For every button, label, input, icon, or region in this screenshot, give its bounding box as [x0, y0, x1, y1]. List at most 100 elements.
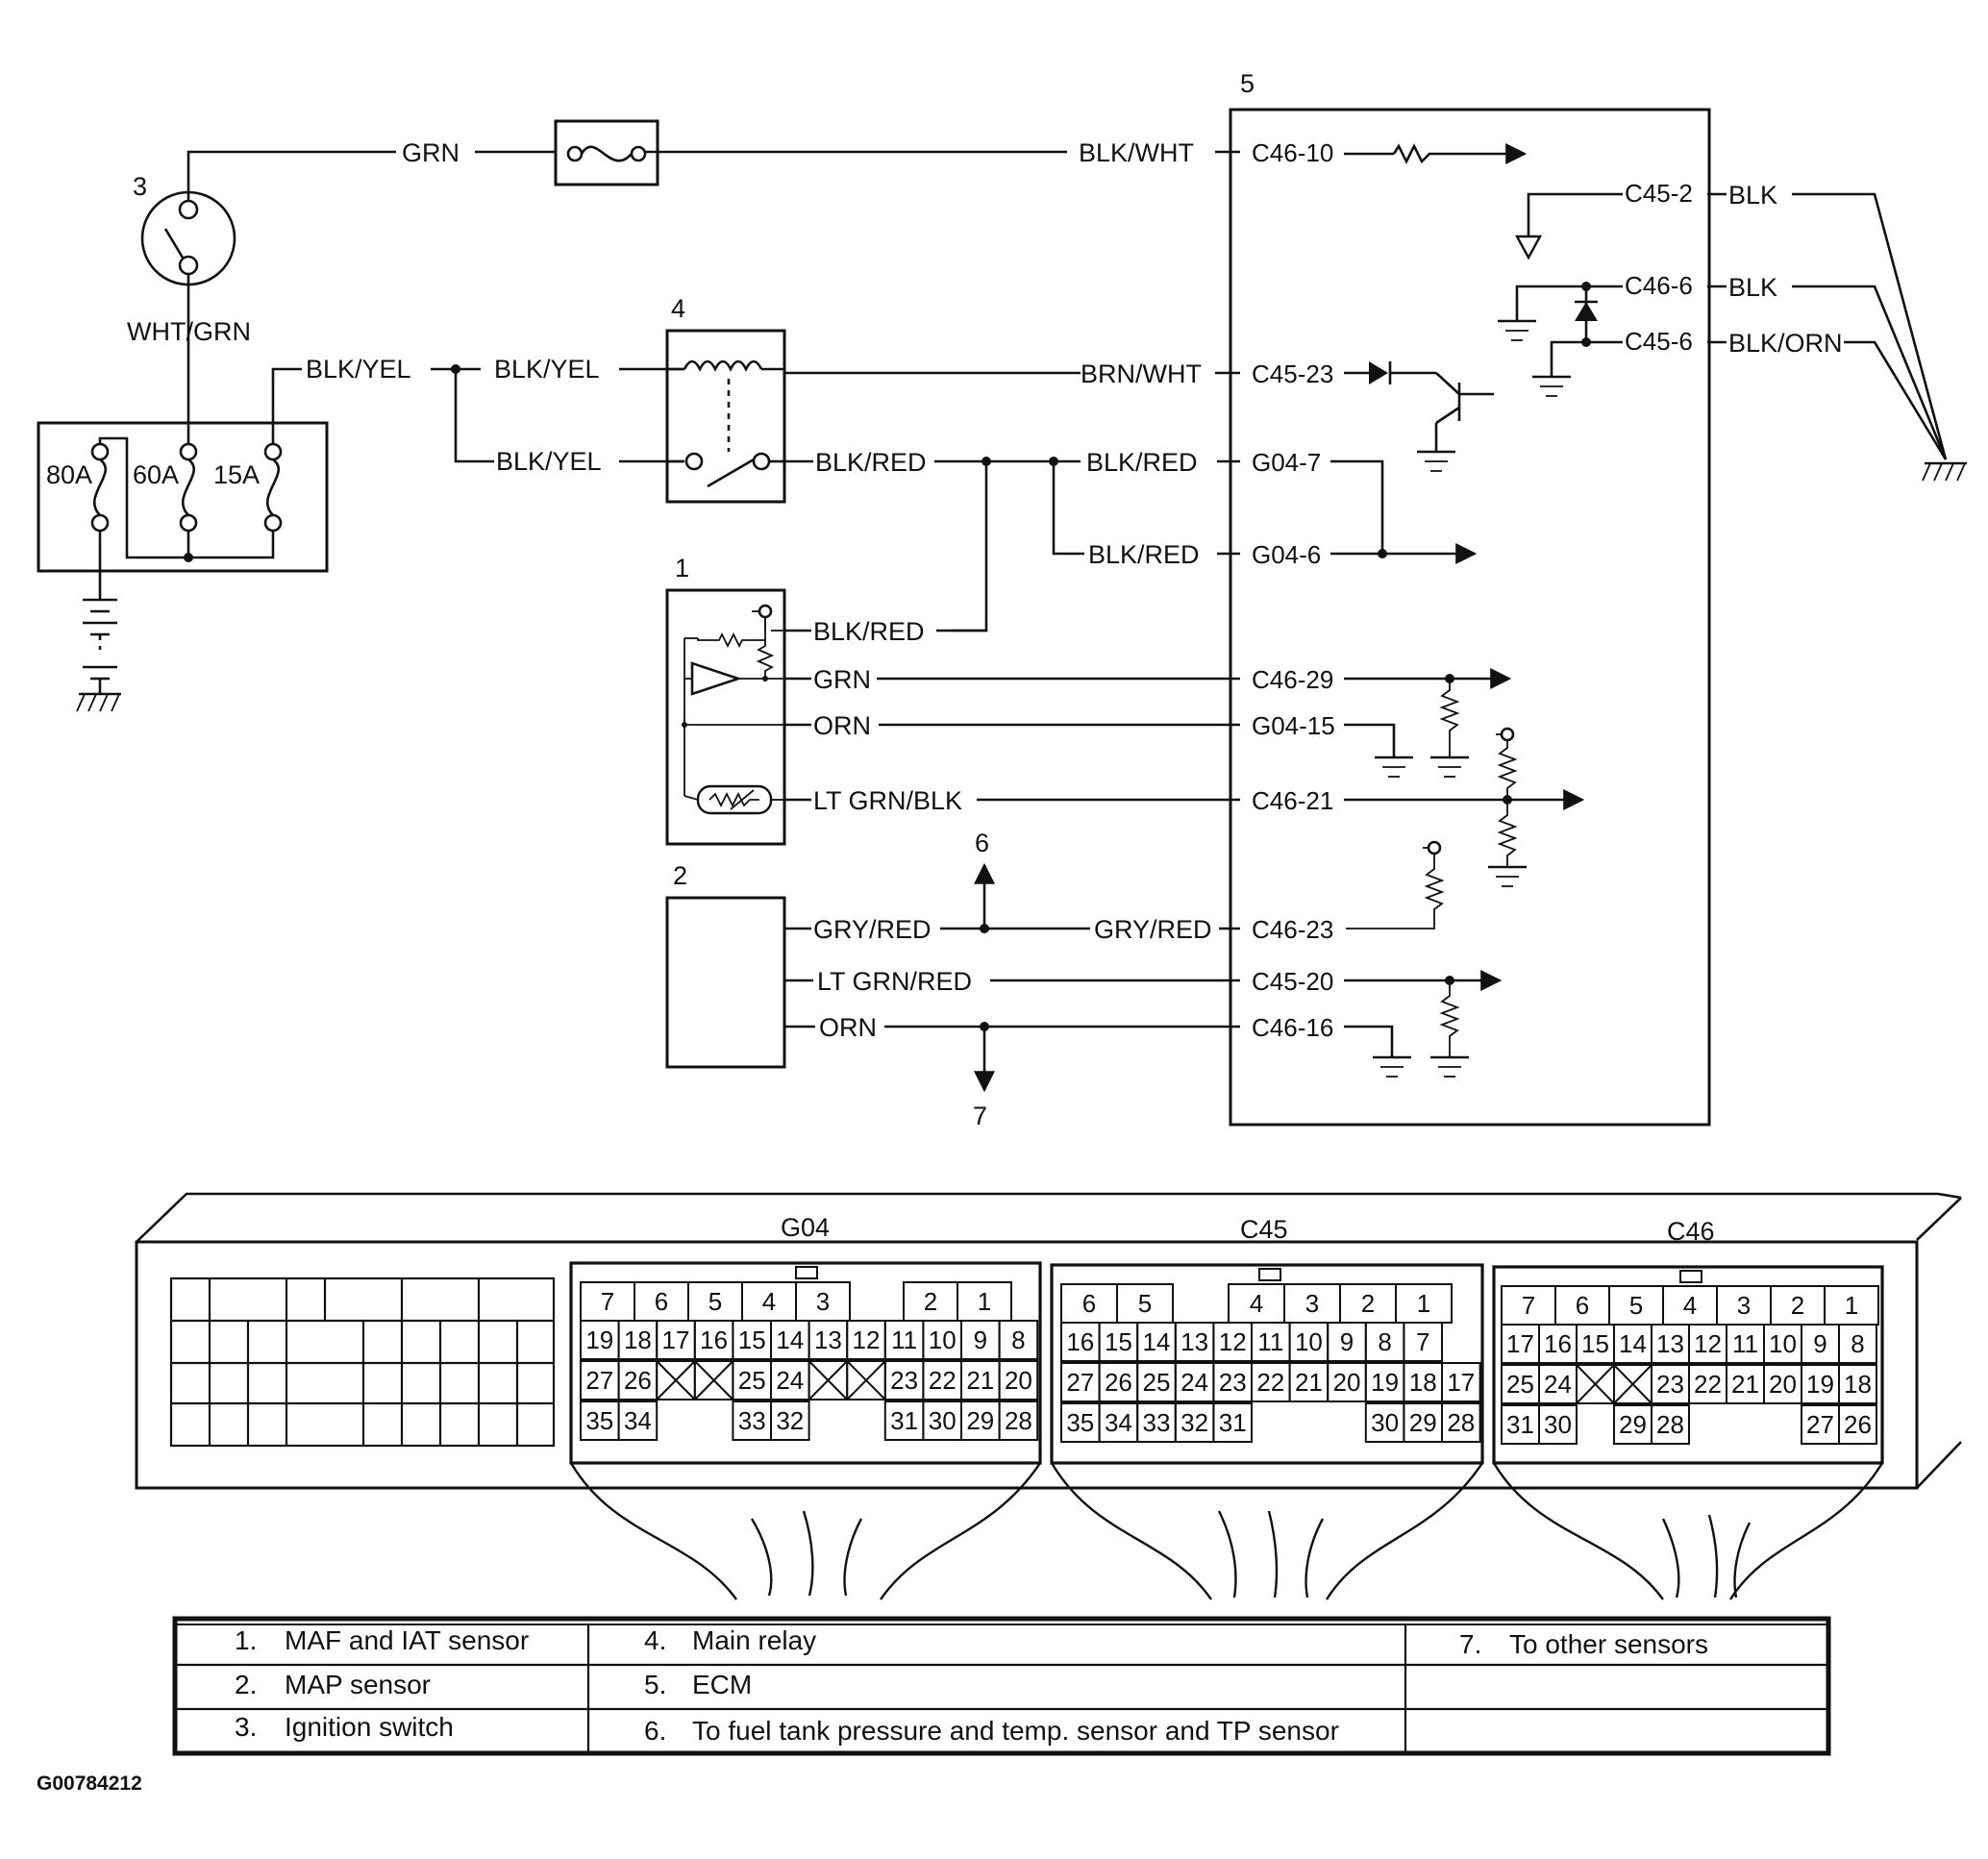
pin-c45-25: 25: [1143, 1368, 1171, 1397]
legend-text-7: To other sensors: [1509, 1629, 1708, 1659]
terminal-c45-23: C45-23: [1252, 359, 1333, 388]
blank-pin-cross: [694, 1360, 734, 1400]
pin-c45-8: 8: [1378, 1327, 1391, 1356]
pin-c46-4: 4: [1683, 1291, 1697, 1320]
pin-c46-16: 16: [1544, 1329, 1572, 1358]
pin-g04-18: 18: [624, 1326, 652, 1354]
pin-g04-22: 22: [929, 1366, 957, 1395]
pin-g04-6: 6: [655, 1287, 668, 1316]
pin-g04-13: 13: [814, 1326, 842, 1354]
pin-c45-35: 35: [1066, 1408, 1094, 1437]
pin-c46-31: 31: [1506, 1410, 1534, 1439]
pin-cell: [1441, 1362, 1481, 1402]
ecm: 5 C46-10 C45-2 C46-6 C45-6 C45-23: [1229, 69, 1711, 1127]
pin-c45-7: 7: [1416, 1327, 1429, 1356]
pin-c45-12: 12: [1219, 1327, 1247, 1356]
pin-c46-30: 30: [1544, 1410, 1572, 1439]
pin-c45-34: 34: [1105, 1408, 1132, 1437]
pin-c45-20: 20: [1333, 1368, 1361, 1397]
wire-label-lt-grn-red: LT GRN/RED: [817, 967, 972, 996]
pin-g04-8: 8: [1011, 1326, 1025, 1354]
pin-c45-9: 9: [1340, 1327, 1354, 1356]
legend-num-2: 2.: [235, 1670, 257, 1699]
component-number-7: 7: [973, 1102, 987, 1130]
pin-c45-17: 17: [1447, 1368, 1475, 1397]
pin-g04-29: 29: [966, 1406, 994, 1435]
pin-c45-3: 3: [1305, 1289, 1319, 1318]
wire-label-gry-red-map: GRY/RED: [813, 915, 932, 944]
terminal-c46-10: C46-10: [1252, 138, 1333, 167]
pin-c46-26: 26: [1844, 1410, 1872, 1439]
terminal-c46-16: C46-16: [1252, 1013, 1333, 1042]
pin-g04-28: 28: [1005, 1406, 1032, 1435]
pin-c46-2: 2: [1791, 1291, 1804, 1320]
pin-c46-8: 8: [1851, 1329, 1864, 1358]
pin-cell: [1538, 1404, 1578, 1445]
pin-c45-13: 13: [1180, 1327, 1208, 1356]
wire-label-blk-red-g047: BLK/RED: [1086, 448, 1198, 477]
pin-c45-6: 6: [1082, 1289, 1096, 1318]
pin-cell: [1838, 1324, 1877, 1364]
component-number-1: 1: [675, 554, 689, 582]
legend-text-4: Main relay: [692, 1625, 816, 1655]
wire-label-blk-c46-6: BLK: [1728, 273, 1777, 302]
connector-name-c45: C45: [1240, 1215, 1288, 1244]
legend-text-1: MAF and IAT sensor: [285, 1625, 529, 1655]
terminal-g04-15: G04-15: [1252, 711, 1335, 740]
pin-g04-1: 1: [978, 1287, 991, 1316]
pin-g04-35: 35: [585, 1406, 613, 1435]
wire-label-blk-wht: BLK/WHT: [1079, 138, 1194, 167]
pin-c45-31: 31: [1219, 1408, 1247, 1437]
fuse-label-15a: 15A: [213, 460, 260, 489]
pin-c46-22: 22: [1694, 1370, 1722, 1399]
legend-text-6: To fuel tank pressure and temp. sensor a…: [692, 1716, 1339, 1746]
legend-num-3: 3.: [235, 1712, 257, 1742]
legend-text-3: Ignition switch: [285, 1712, 454, 1742]
pin-c46-21: 21: [1731, 1370, 1759, 1399]
pin-g04-12: 12: [853, 1326, 881, 1354]
terminal-c46-29: C46-29: [1252, 665, 1333, 694]
pin-c45-1: 1: [1417, 1289, 1430, 1318]
pin-c45-29: 29: [1409, 1408, 1437, 1437]
pin-g04-14: 14: [776, 1326, 804, 1354]
terminal-c45-2: C45-2: [1625, 179, 1693, 208]
pin-cell: [846, 1360, 886, 1400]
pin-c46-18: 18: [1844, 1370, 1872, 1399]
blank-pin-cross: [656, 1360, 696, 1400]
component-number-2: 2: [673, 861, 687, 890]
connector-name-g04: G04: [781, 1213, 830, 1242]
pin-c45-23: 23: [1219, 1368, 1247, 1397]
pin-c45-5: 5: [1138, 1289, 1152, 1318]
pin-c46-1: 1: [1845, 1291, 1858, 1320]
pin-g04-19: 19: [585, 1326, 613, 1354]
pin-c46-7: 7: [1522, 1291, 1535, 1320]
wire-label-gry-red-ecm: GRY/RED: [1094, 915, 1212, 944]
pin-c46-3: 3: [1737, 1291, 1751, 1320]
pin-c45-27: 27: [1066, 1368, 1094, 1397]
wire-label-grn-top: GRN: [402, 138, 460, 167]
pin-c46-24: 24: [1544, 1370, 1572, 1399]
blank-pin-cross: [1576, 1364, 1615, 1404]
wire-label-lt-grn-blk: LT GRN/BLK: [813, 786, 962, 815]
pin-c45-33: 33: [1143, 1408, 1171, 1437]
pin-c46-20: 20: [1769, 1370, 1797, 1399]
main-relay: 4: [665, 294, 786, 504]
pin-c46-5: 5: [1629, 1291, 1643, 1320]
figure-id: G00784212: [37, 1772, 142, 1795]
pin-c45-15: 15: [1105, 1327, 1132, 1356]
pin-c46-15: 15: [1581, 1329, 1609, 1358]
pin-g04-26: 26: [624, 1366, 652, 1395]
wire-label-blk-c45-2: BLK: [1728, 181, 1777, 210]
component-number-5: 5: [1240, 69, 1255, 98]
blank-pin-cross: [808, 1360, 848, 1400]
legend-num-4: 4.: [644, 1625, 666, 1655]
pin-g04-5: 5: [708, 1287, 722, 1316]
pin-g04-3: 3: [816, 1287, 830, 1316]
terminal-c46-21: C46-21: [1252, 786, 1333, 815]
pin-g04-15: 15: [738, 1326, 766, 1354]
pin-g04-2: 2: [924, 1287, 937, 1316]
connector-name-c46: C46: [1667, 1217, 1715, 1246]
